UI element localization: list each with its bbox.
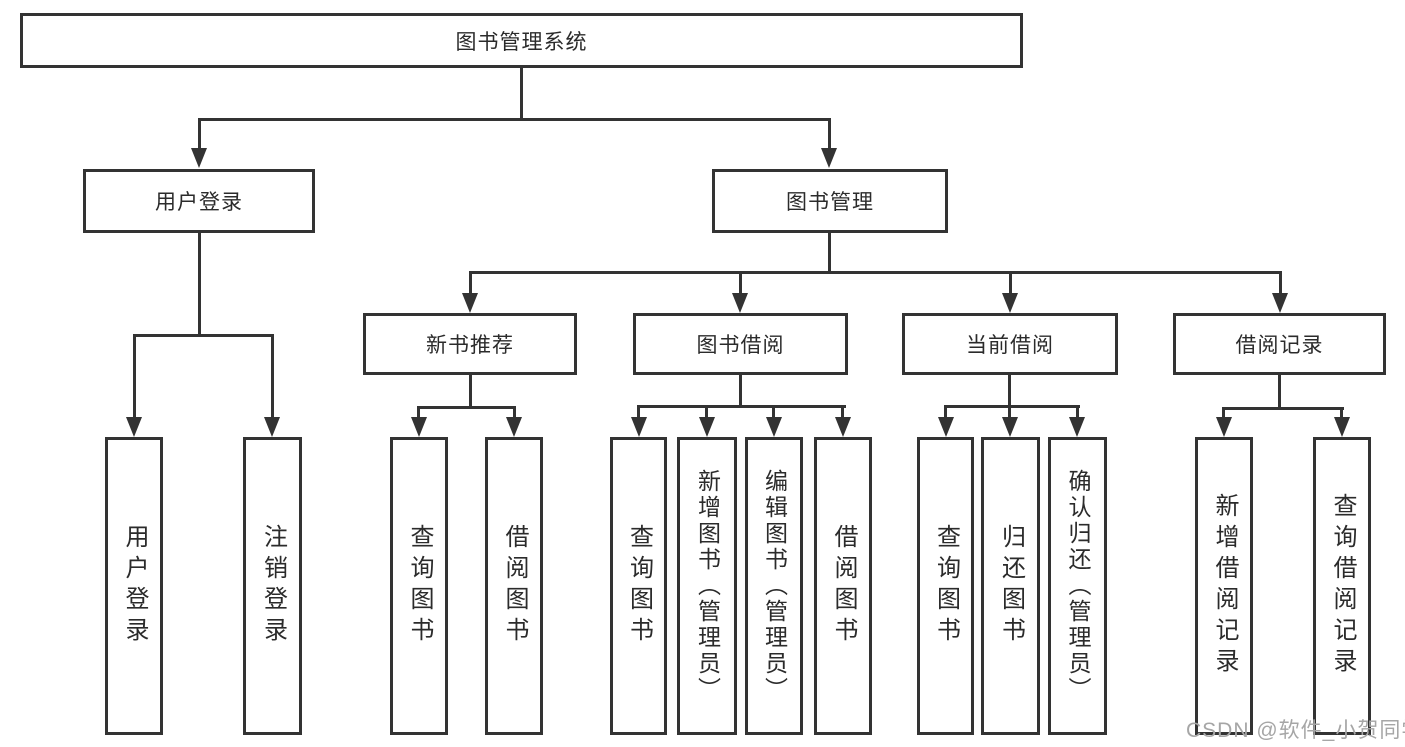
csdn-watermark: CSDN @软件_小贺同学 xyxy=(1186,719,1405,742)
connector-line xyxy=(1278,375,1281,409)
leaf-return-books: 归还图书 xyxy=(981,437,1040,735)
connector-line xyxy=(772,407,775,419)
arrow-down-icon xyxy=(411,417,427,437)
leaf-query-borrow-record: 查询借阅记录 xyxy=(1313,437,1371,735)
arrow-down-icon xyxy=(506,417,522,437)
connector-line xyxy=(1279,273,1282,294)
connector-line xyxy=(1008,375,1011,407)
leaf-add-book-admin: 新增图书（管理员） xyxy=(677,437,737,735)
node-book-borrowing: 图书借阅 xyxy=(633,313,848,375)
arrow-down-icon xyxy=(1334,417,1350,437)
arrow-down-icon xyxy=(1002,293,1018,313)
connector-line xyxy=(1009,273,1012,294)
connector-line xyxy=(133,334,274,337)
connector-line xyxy=(417,406,516,409)
arrow-down-icon xyxy=(1216,417,1232,437)
connector-line xyxy=(198,118,831,121)
connector-line xyxy=(828,233,831,274)
arrow-down-icon xyxy=(264,417,280,437)
arrow-down-icon xyxy=(1069,417,1085,437)
leaf-borrow-books-recommend: 借阅图书 xyxy=(485,437,543,735)
node-borrow-records: 借阅记录 xyxy=(1173,313,1386,375)
arrow-down-icon xyxy=(462,293,478,313)
arrow-down-icon xyxy=(1272,293,1288,313)
node-new-book-recommend: 新书推荐 xyxy=(363,313,577,375)
connector-line xyxy=(841,407,844,419)
connector-line xyxy=(637,407,640,419)
node-current-borrowing: 当前借阅 xyxy=(902,313,1118,375)
connector-line xyxy=(1222,407,1344,410)
connector-line xyxy=(198,233,201,336)
leaf-logout: 注销登录 xyxy=(243,437,302,735)
arrow-down-icon xyxy=(191,148,207,168)
arrow-down-icon xyxy=(766,417,782,437)
leaf-borrow-books: 借阅图书 xyxy=(814,437,872,735)
connector-line xyxy=(417,408,420,419)
arrow-down-icon xyxy=(821,148,837,168)
connector-line xyxy=(828,120,831,149)
leaf-query-books-current: 查询图书 xyxy=(917,437,974,735)
connector-line xyxy=(198,120,201,149)
leaf-add-borrow-record: 新增借阅记录 xyxy=(1195,437,1253,735)
arrow-down-icon xyxy=(938,417,954,437)
leaf-edit-book-admin: 编辑图书（管理员） xyxy=(745,437,803,735)
connector-line xyxy=(705,407,708,419)
connector-line xyxy=(520,68,523,119)
connector-line xyxy=(739,375,742,407)
arrow-down-icon xyxy=(1002,417,1018,437)
connector-line xyxy=(271,336,274,418)
connector-line xyxy=(513,408,516,419)
connector-line xyxy=(469,273,472,294)
node-book-management: 图书管理 xyxy=(712,169,948,233)
arrow-down-icon xyxy=(631,417,647,437)
connector-line xyxy=(1076,407,1079,419)
connector-line xyxy=(1222,409,1225,419)
connector-line xyxy=(637,405,846,408)
connector-line xyxy=(133,336,136,418)
connector-line xyxy=(739,273,742,294)
connector-line xyxy=(469,375,472,408)
arrow-down-icon xyxy=(699,417,715,437)
connector-line xyxy=(944,407,947,419)
node-user-login: 用户登录 xyxy=(83,169,315,233)
leaf-user-login: 用户登录 xyxy=(105,437,163,735)
connector-line xyxy=(469,271,1282,274)
arrow-down-icon xyxy=(732,293,748,313)
leaf-query-books-borrow: 查询图书 xyxy=(610,437,667,735)
leaf-query-books-recommend: 查询图书 xyxy=(390,437,448,735)
connector-line xyxy=(1340,409,1343,419)
arrow-down-icon xyxy=(126,417,142,437)
arrow-down-icon xyxy=(835,417,851,437)
connector-line xyxy=(944,405,1080,408)
leaf-confirm-return-admin: 确认归还（管理员） xyxy=(1048,437,1107,735)
node-root: 图书管理系统 xyxy=(20,13,1023,68)
connector-line xyxy=(1008,407,1011,419)
